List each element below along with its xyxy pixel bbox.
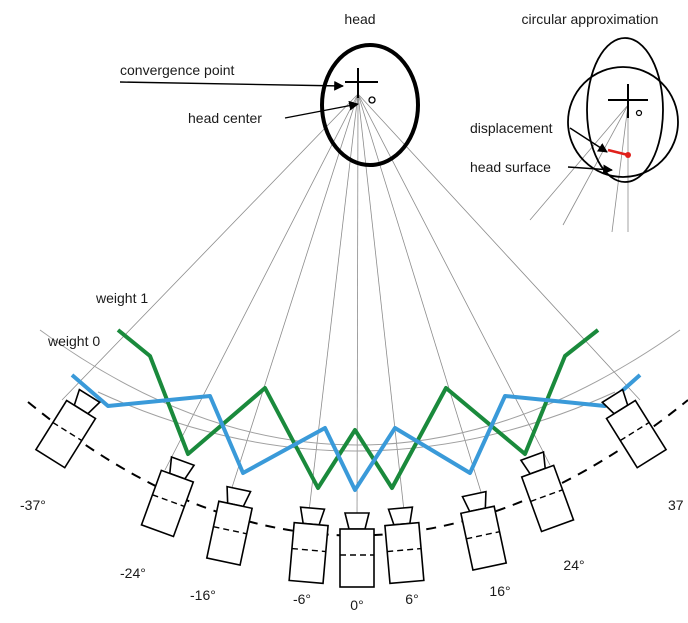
convergence-point-label: convergence point	[120, 62, 235, 78]
displacement-label: displacement	[470, 120, 553, 136]
camera-ray	[164, 93, 359, 471]
inner-reference-arc	[97, 391, 616, 452]
convergence-point-arrow	[119, 80, 344, 91]
camera-body	[140, 469, 195, 538]
camera-angle-label: 16°	[489, 583, 510, 599]
camera	[384, 506, 425, 585]
head-center-arrow	[284, 100, 359, 119]
camera-angle-label: 24°	[563, 557, 584, 573]
cameras-group: -37° -24° -16° -6° 0° 6° 16° 24° 37	[20, 388, 684, 613]
camera-centerline	[52, 421, 83, 442]
camera-ray	[357, 93, 641, 401]
weight-1-label: weight 1	[95, 290, 148, 306]
camera-lens	[387, 506, 414, 526]
camera	[140, 455, 196, 538]
camera-lens	[299, 506, 326, 526]
camera-centerline	[619, 421, 650, 442]
camera-centerline	[387, 547, 422, 553]
camera-angle-label: 37	[668, 497, 684, 513]
camera	[205, 485, 254, 567]
camera-body	[288, 521, 329, 585]
camera	[339, 512, 375, 588]
camera-body	[34, 399, 97, 469]
camera-centerline	[466, 530, 500, 540]
camera-body	[520, 464, 575, 533]
weight-1-line	[116, 328, 600, 490]
camera-ray	[61, 93, 359, 401]
camera-centerline	[530, 489, 563, 503]
head-surface-arrow	[567, 164, 613, 175]
camera-angle-label: -6°	[293, 591, 311, 607]
camera-body	[605, 399, 668, 469]
camera-ray	[357, 93, 551, 466]
camera-lens	[343, 512, 371, 530]
camera-ray	[307, 93, 359, 521]
camera-ray	[356, 93, 359, 526]
circular-approximation-inset	[529, 37, 679, 233]
camera	[288, 506, 329, 585]
camera-body	[384, 521, 425, 585]
head-surface-label: head surface	[470, 159, 551, 175]
camera-centerline	[291, 547, 326, 553]
circular-approximation-label: circular approximation	[522, 11, 659, 27]
camera	[34, 388, 102, 469]
outer-reference-arc	[39, 329, 681, 446]
head-center-marker	[368, 96, 376, 104]
camera-body	[339, 528, 375, 588]
camera-angle-label: -16°	[190, 587, 216, 603]
camera-angle-label: -24°	[120, 565, 146, 581]
weight-0-label: weight 0	[47, 333, 100, 349]
camera-body	[459, 505, 508, 572]
camera	[600, 388, 668, 469]
camera-body	[205, 500, 254, 567]
camera-ray	[357, 93, 406, 521]
camera-centerline	[152, 494, 185, 508]
camera	[459, 490, 508, 572]
weight-0-line	[70, 373, 642, 492]
camera-angle-label: 6°	[405, 591, 418, 607]
convergence-cross	[345, 68, 378, 98]
camera-angle-label: 0°	[350, 597, 363, 613]
head-ellipse	[320, 43, 420, 167]
camera	[519, 450, 575, 533]
head-center-label: head center	[188, 110, 262, 126]
camera-angle-label: -37°	[20, 497, 46, 513]
head-label: head	[344, 11, 375, 27]
camera-centerline	[213, 525, 247, 535]
displacement-arrow	[569, 127, 608, 153]
